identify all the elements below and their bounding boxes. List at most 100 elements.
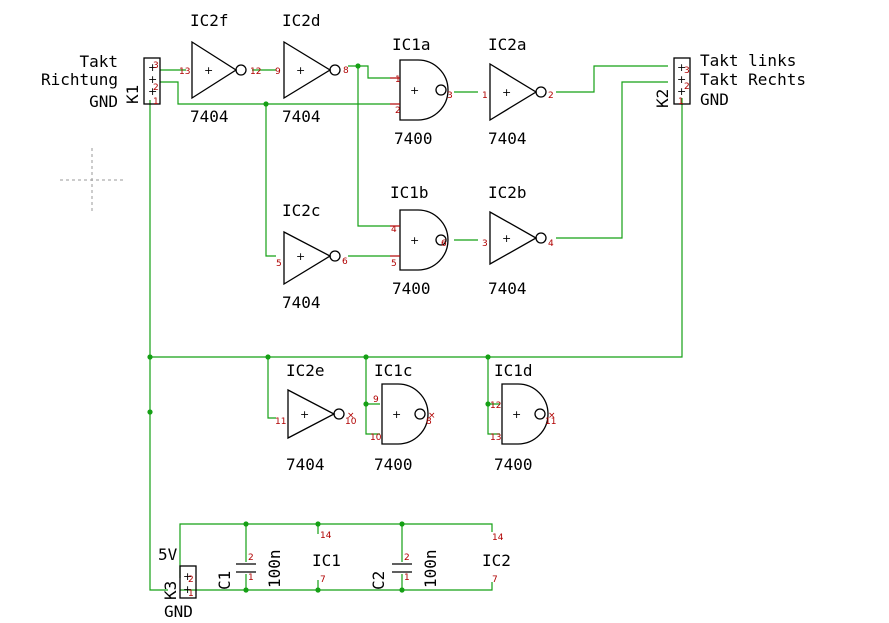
k2-pin-2: 2 <box>684 82 690 92</box>
connector-k1[interactable]: + + + 3 2 1 K1 Takt Richtung GND <box>41 52 161 111</box>
gate-ic2f[interactable]: + 13 12 IC2f 7404 <box>179 11 261 126</box>
ic2e-value: 7404 <box>286 455 325 474</box>
k2-pin-1: 1 <box>678 97 684 107</box>
ic1c-value: 7400 <box>374 455 413 474</box>
ic1d-out-pin: 11 <box>545 417 556 427</box>
ic2b-in-pin: 3 <box>482 239 488 249</box>
ic1-gnd-pin: 7 <box>320 575 326 585</box>
net-gnd-ic1d-b <box>487 404 500 435</box>
ic2f-out-pin: 12 <box>250 67 261 77</box>
junction <box>485 354 491 360</box>
ic2f-value: 7404 <box>190 107 229 126</box>
gate-plus: + <box>392 408 401 421</box>
ic1b-name: IC1b <box>390 183 429 202</box>
ic1a-in-pin-2: 2 <box>395 106 401 116</box>
k1-pin-1: 1 <box>153 97 159 107</box>
gate-ic2a[interactable]: + 1 2 IC2a 7404 <box>482 35 554 148</box>
ic2-vcc-pin: 14 <box>492 533 504 543</box>
net-richtung-to-ic2c <box>265 104 276 257</box>
ic1b-in-pin-5: 5 <box>391 259 397 269</box>
junction <box>399 521 405 527</box>
origin-crosshair <box>60 148 124 212</box>
ic2b-name: IC2b <box>488 183 527 202</box>
gate-ic2e[interactable]: + 11 10 × IC2e 7404 <box>275 361 357 474</box>
ic1a-out-pin: 3 <box>447 91 453 101</box>
gate-ic1a[interactable]: + 1 2 3 IC1a 7400 <box>390 35 453 148</box>
connector-k2[interactable]: + + + 3 2 1 K2 Takt links Takt Rechts GN… <box>653 51 806 109</box>
gate-ic2c[interactable]: + 5 6 IC2c 7404 <box>276 201 348 312</box>
k3-label-gnd: GND <box>164 602 193 621</box>
ic1d-in-pin-13: 13 <box>490 433 501 443</box>
connector-k3[interactable]: + + 2 1 K3 5V GND <box>158 545 197 621</box>
net-gnd-supply-rail <box>180 582 493 591</box>
net-k1-richtung <box>160 81 390 105</box>
k2-label-takt-links: Takt links <box>700 51 796 70</box>
ic2a-value: 7404 <box>488 129 527 148</box>
ic1c-in-pin-9: 9 <box>373 395 379 405</box>
junction <box>363 354 369 360</box>
capacitor-c2[interactable]: 2 1 C2 100n <box>369 549 440 590</box>
gate-plus: + <box>296 250 305 263</box>
pin-mark: + <box>677 61 686 74</box>
capacitor-c1[interactable]: 2 1 C1 100n <box>215 549 284 590</box>
ic1d-value: 7400 <box>494 455 533 474</box>
net-gnd-rail <box>149 100 168 591</box>
ic1b-in-pin-4: 4 <box>391 225 397 235</box>
ic1a-in-pin-1: 1 <box>395 75 401 85</box>
ic1a-value: 7400 <box>394 129 433 148</box>
ic2b-value: 7404 <box>488 279 527 298</box>
pin-mark: + <box>148 73 157 86</box>
junction <box>363 401 369 407</box>
no-connect-mark: × <box>347 411 355 421</box>
ic2c-out-pin: 6 <box>342 257 348 267</box>
gate-ic2b[interactable]: + 3 4 IC2b 7404 <box>482 183 554 298</box>
gate-plus: + <box>410 84 419 97</box>
gate-plus: + <box>204 64 213 77</box>
net-gnd-ic1c-b <box>365 404 380 435</box>
net-vcc-rail <box>179 523 493 578</box>
k1-label-richtung: Richtung <box>41 70 118 89</box>
pin-mark: + <box>677 73 686 86</box>
c2-pin-1: 1 <box>404 573 410 583</box>
gate-plus: + <box>300 408 309 421</box>
k1-label-gnd: GND <box>89 92 118 111</box>
no-connect-mark: × <box>548 411 556 421</box>
gate-plus: + <box>502 232 511 245</box>
ic2a-in-pin: 1 <box>482 91 488 101</box>
k3-name: K3 <box>161 581 180 600</box>
ic2c-name: IC2c <box>282 201 321 220</box>
k1-name: K1 <box>123 85 142 104</box>
junction <box>315 521 321 527</box>
c1-pin-2: 2 <box>248 553 254 563</box>
gate-ic2d[interactable]: + 9 8 IC2d 7404 <box>275 11 349 126</box>
pin-mark: + <box>148 85 157 98</box>
supply-ic1[interactable]: 14 7 IC1 <box>312 531 341 585</box>
k3-label-5v: 5V <box>158 545 178 564</box>
ic1a-name: IC1a <box>392 35 431 54</box>
ic1c-in-pin-10: 10 <box>370 433 382 443</box>
ic2c-value: 7404 <box>282 293 321 312</box>
gate-ic1d[interactable]: + 12 13 11 × IC1d 7400 <box>490 361 556 474</box>
junction <box>315 587 321 593</box>
ic1c-name: IC1c <box>374 361 413 380</box>
pin-mark: + <box>148 61 157 74</box>
k1-pin-2: 2 <box>153 83 159 93</box>
ic2d-out-pin: 8 <box>343 66 349 76</box>
ic2b-out-pin: 4 <box>548 239 554 249</box>
c1-value: 100n <box>265 549 284 588</box>
ic1d-name: IC1d <box>494 361 533 380</box>
supply-ic2[interactable]: 14 7 IC2 <box>482 533 511 585</box>
ic2-supply-name: IC2 <box>482 551 511 570</box>
net-ic2d-to-ic1b <box>357 66 390 227</box>
ic1d-in-pin-12: 12 <box>490 401 501 411</box>
gate-ic1b[interactable]: + 4 5 6 IC1b 7400 <box>390 183 449 298</box>
pin-mark: + <box>183 570 192 583</box>
ic2a-out-pin: 2 <box>548 91 554 101</box>
gate-ic1c[interactable]: + 9 10 8 × IC1c 7400 <box>370 361 436 474</box>
k2-label-takt-rechts: Takt Rechts <box>700 70 806 89</box>
ic1b-out-pin: 6 <box>441 239 447 249</box>
k1-label-takt: Takt <box>79 52 118 71</box>
pin-mark: + <box>183 583 192 596</box>
ic1-vcc-pin: 14 <box>320 531 332 541</box>
